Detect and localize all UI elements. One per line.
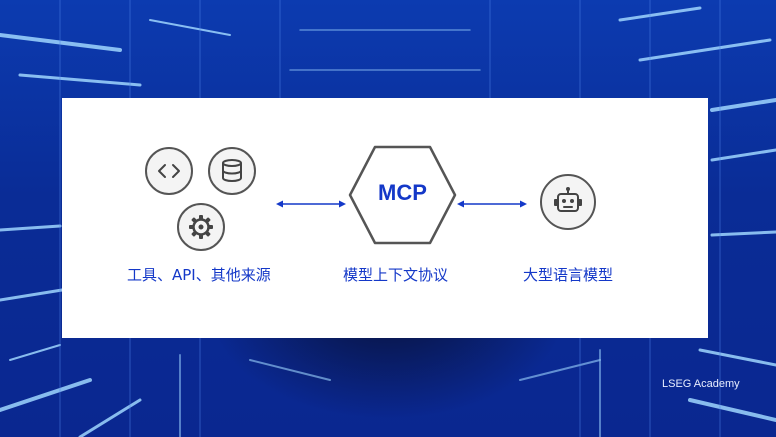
database-icon [208, 147, 256, 195]
robot-icon [540, 174, 596, 230]
code-icon [145, 147, 193, 195]
watermark: LSEG Academy [662, 378, 740, 390]
bidirectional-arrow-right [457, 200, 527, 208]
mcp-hexagon [348, 145, 457, 245]
center-label: 模型上下文协议 [343, 266, 449, 284]
bidirectional-arrow-left [276, 200, 346, 208]
mcp-title: MCP [378, 180, 427, 205]
left-group-label: 工具、API、其他来源 [127, 266, 271, 284]
gear-icon [177, 203, 225, 251]
right-group-label: 大型语言模型 [523, 266, 614, 284]
